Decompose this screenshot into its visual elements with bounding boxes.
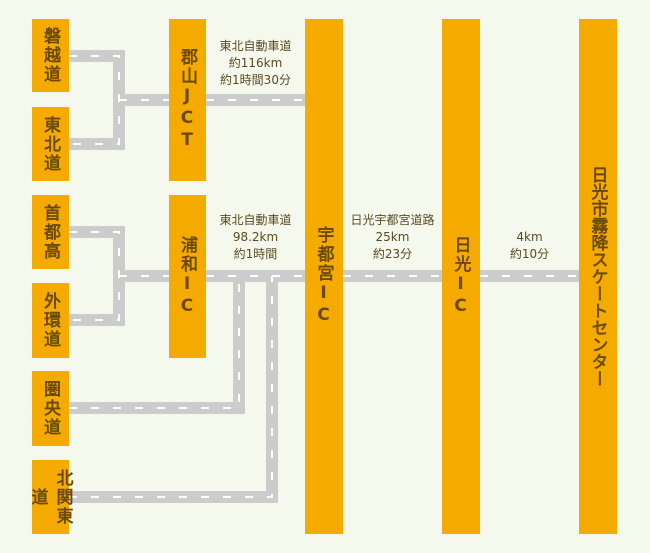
time: 約1時間: [233, 247, 278, 261]
origin-kenodo: 圏央道: [32, 371, 69, 446]
road-dashes: [69, 55, 579, 498]
time: 約10分: [509, 247, 550, 261]
koriyama-jct: 郡山JCT: [169, 19, 206, 181]
road-kenodo: [69, 276, 245, 414]
destination-skate-center: 日光市霧降スケートセンター: [579, 19, 617, 534]
origin-tohoku: 東北道: [32, 107, 69, 181]
road-name: 日光宇都宮道路: [350, 213, 435, 227]
road-banetsu: [69, 50, 125, 150]
time: 約1時間30分: [220, 73, 291, 87]
road-name: 東北自動車道: [219, 213, 292, 227]
road-shuto: [69, 226, 125, 326]
route-label-urawa: 東北自動車道 98.2km 約1時間: [206, 212, 305, 263]
urawa-ic: 浦和IC: [169, 195, 206, 358]
distance: 約116km: [228, 56, 283, 70]
distance: 25km: [375, 230, 410, 244]
origin-shuto: 首都高: [32, 195, 69, 269]
road-name: 東北自動車道: [219, 39, 292, 53]
time: 約23分: [372, 247, 413, 261]
distance: 4km: [516, 230, 543, 244]
route-label-utsunomiya: 日光宇都宮道路 25km 約23分: [343, 212, 442, 263]
route-label-nikko: 4km 約10分: [480, 229, 579, 263]
nikko-ic: 日光IC: [442, 19, 480, 534]
utsunomiya-ic: 宇都宮IC: [305, 19, 343, 534]
route-label-koriyama: 東北自動車道 約116km 約1時間30分: [206, 38, 305, 89]
origin-gaikan: 外環道: [32, 283, 69, 358]
distance: 98.2km: [232, 230, 279, 244]
origin-kitakanto: 北関東道: [28, 460, 73, 534]
origin-banetsu: 磐越道: [32, 19, 69, 92]
